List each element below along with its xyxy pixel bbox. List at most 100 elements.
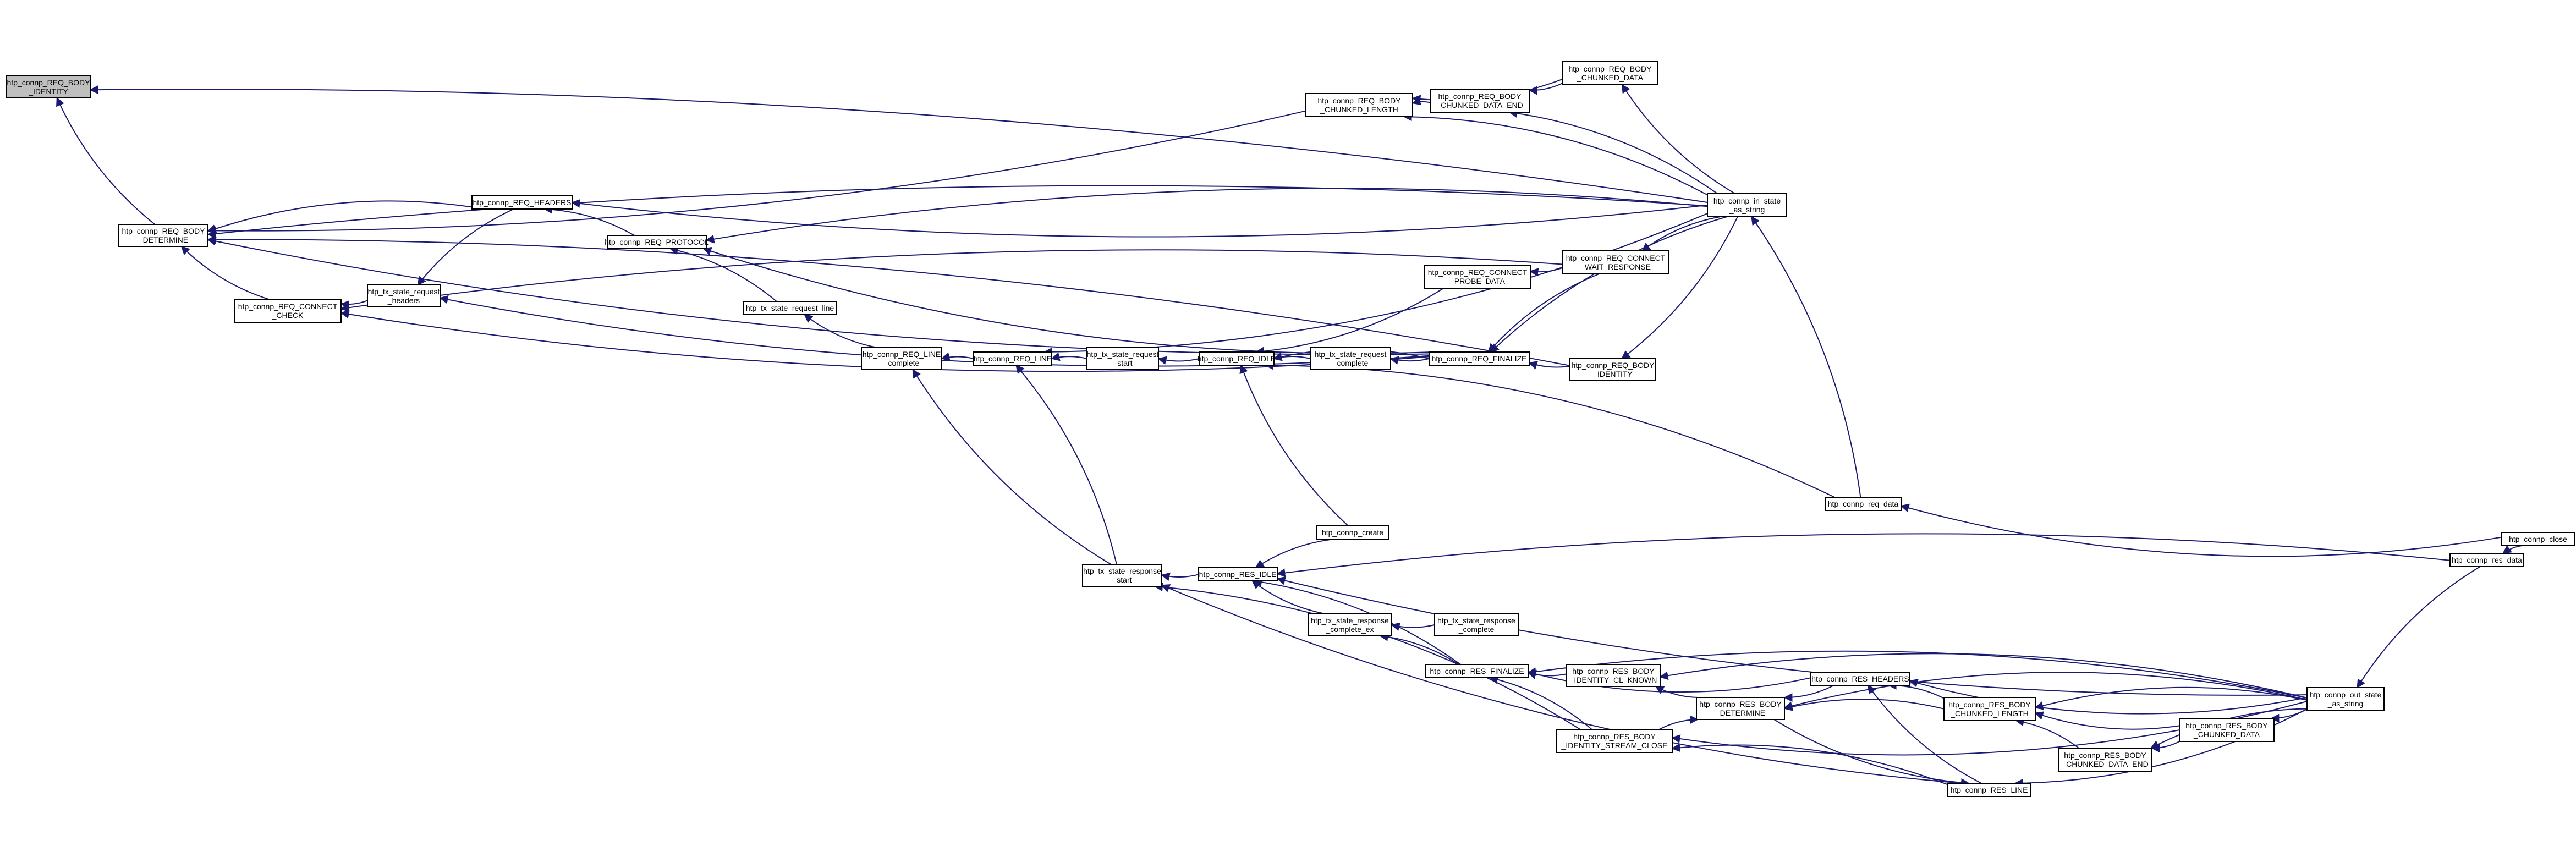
node-res-body-identity-stream-close[interactable]: htp_connp_RES_BODY_IDENTITY_STREAM_CLOSE bbox=[1556, 729, 1673, 753]
node-label: htp_connp_close bbox=[2509, 535, 2567, 543]
node-label: _IDENTITY bbox=[1592, 370, 1633, 378]
edge-req_connect_wait_response-to-req_connect_check bbox=[340, 249, 1563, 312]
node-tx-state-response-start[interactable]: htp_tx_state_response_start bbox=[1082, 564, 1162, 587]
node-label: htp_connp_req_data bbox=[1828, 499, 1899, 508]
node-label: htp_tx_state_response bbox=[1311, 616, 1389, 625]
node-label: htp_connp_REQ_BODY bbox=[1572, 361, 1655, 370]
edge-req_data-to-req_idle bbox=[1264, 361, 1835, 498]
node-req-connect-check[interactable]: htp_connp_REQ_CONNECT_CHECK bbox=[234, 299, 342, 323]
edge-req_finalize-to-tx_state_request_complete bbox=[1389, 356, 1430, 365]
node-label: htp_connp_RES_BODY bbox=[2064, 751, 2146, 760]
node-res-body-chunked-data[interactable]: htp_connp_RES_BODY_CHUNKED_DATA bbox=[2179, 718, 2275, 742]
edge-in_state_as_string-to-root bbox=[89, 85, 1708, 203]
node-label: _IDENTITY_STREAM_CLOSE bbox=[1561, 741, 1668, 750]
node-res-body-chunked-length[interactable]: htp_connp_RES_BODY_CHUNKED_LENGTH bbox=[1943, 697, 2036, 721]
node-res-data[interactable]: htp_connp_res_data bbox=[2449, 553, 2524, 567]
node-tx-state-response-complete-ex[interactable]: htp_tx_state_response_complete_ex bbox=[1308, 613, 1392, 636]
edge-tx_state_response_complete-to-tx_state_response_complete_ex bbox=[1391, 622, 1435, 631]
node-label: _DETERMINE bbox=[138, 235, 188, 244]
node-label: _start bbox=[1112, 575, 1132, 584]
node-root[interactable]: htp_connp_REQ_BODY_IDENTITY bbox=[6, 75, 91, 98]
edge-req_line-to-req_line_complete bbox=[941, 352, 974, 361]
node-in-state-as-string[interactable]: htp_connp_in_state_as_string bbox=[1707, 193, 1787, 217]
node-label: _complete bbox=[1332, 359, 1369, 367]
node-req-line[interactable]: htp_connp_REQ_LINE bbox=[973, 351, 1052, 366]
node-label: _IDENTITY bbox=[28, 87, 68, 96]
node-box bbox=[1434, 613, 1519, 636]
edge-in_state_as_string-to-req_body_chunked_data bbox=[1621, 84, 1735, 194]
node-req-idle[interactable]: htp_connp_REQ_IDLE bbox=[1198, 351, 1276, 366]
edge-req_connect_wait_response-to-req_connect_probe_data bbox=[1529, 267, 1563, 277]
node-req-body-chunked-length[interactable]: htp_connp_REQ_BODY_CHUNKED_LENGTH bbox=[1305, 93, 1413, 117]
node-label: htp_connp_RES_BODY bbox=[1572, 667, 1655, 675]
node-box bbox=[1308, 613, 1392, 636]
node-label: htp_connp_RES_BODY bbox=[1948, 700, 2031, 709]
node-res-idle[interactable]: htp_connp_RES_IDLE bbox=[1198, 567, 1278, 581]
edge-req_body_determine-to-root bbox=[56, 97, 156, 225]
node-label: _as_string bbox=[1729, 205, 1765, 214]
node-req-body-chunked-data-end[interactable]: htp_connp_REQ_BODY_CHUNKED_DATA_END bbox=[1430, 89, 1530, 113]
edge-res_body_determine-to-res_body_identity_cl_known bbox=[1655, 686, 1699, 698]
node-box bbox=[2058, 748, 2152, 772]
node-res-body-determine[interactable]: htp_connp_RES_BODY_DETERMINE bbox=[1696, 697, 1785, 720]
edge-tx_state_response_complete_ex-to-res_idle bbox=[1251, 580, 1326, 614]
node-label: _start bbox=[1112, 359, 1132, 367]
node-box bbox=[118, 224, 208, 247]
node-box bbox=[1947, 783, 2031, 797]
node-req-headers[interactable]: htp_connp_REQ_HEADERS bbox=[471, 195, 573, 210]
function-nodes: htp_connp_REQ_BODY_IDENTITYhtp_connp_REQ… bbox=[6, 61, 2575, 797]
node-box bbox=[367, 284, 441, 307]
node-box bbox=[2449, 553, 2524, 567]
node-box bbox=[1199, 351, 1275, 366]
node-tx-state-request-start[interactable]: htp_tx_state_request_start bbox=[1086, 347, 1159, 370]
node-res-line[interactable]: htp_connp_RES_LINE bbox=[1947, 783, 2031, 797]
node-box bbox=[1566, 664, 1661, 687]
node-req-connect-wait-response[interactable]: htp_connp_REQ_CONNECT_WAIT_RESPONSE bbox=[1562, 250, 1669, 274]
edge-res_body_determine-to-res_line bbox=[1773, 719, 1970, 787]
node-req-connect-probe-data[interactable]: htp_connp_REQ_CONNECT_PROBE_DATA bbox=[1424, 265, 1531, 289]
node-label: htp_connp_RES_BODY bbox=[1699, 700, 1782, 708]
node-req-protocol[interactable]: htp_connp_REQ_PROTOCOL bbox=[605, 235, 709, 249]
edge-in_state_as_string-to-req_body_determine bbox=[207, 185, 1708, 238]
node-label: htp_connp_RES_BODY bbox=[2185, 721, 2268, 730]
node-label: htp_connp_res_data bbox=[2452, 556, 2522, 564]
node-req-body-identity-right[interactable]: htp_connp_REQ_BODY_IDENTITY bbox=[1569, 358, 1656, 381]
node-out-state-as-string[interactable]: htp_connp_out_state_as_string bbox=[2306, 687, 2385, 711]
node-tx-state-request-headers[interactable]: htp_tx_state_request_headers bbox=[367, 284, 441, 307]
node-box bbox=[471, 195, 573, 210]
node-box bbox=[1316, 525, 1389, 540]
node-label: htp_tx_state_response bbox=[1083, 567, 1161, 575]
node-req-data[interactable]: htp_connp_req_data bbox=[1825, 497, 1902, 511]
node-label: htp_tx_state_request bbox=[1315, 350, 1387, 359]
node-label: _complete bbox=[1458, 625, 1495, 634]
node-req-finalize[interactable]: htp_connp_REQ_FINALIZE bbox=[1429, 351, 1530, 366]
node-req-body-chunked-data[interactable]: htp_connp_REQ_BODY_CHUNKED_DATA bbox=[1562, 61, 1658, 85]
node-tx-state-request-line[interactable]: htp_tx_state_request_line bbox=[743, 301, 837, 315]
node-label: _CHUNKED_DATA_END bbox=[1436, 101, 1523, 109]
node-box bbox=[2179, 718, 2275, 742]
node-res-body-identity-cl-known[interactable]: htp_connp_RES_BODY_IDENTITY_CL_KNOWN bbox=[1566, 664, 1661, 687]
node-box bbox=[607, 235, 707, 249]
node-label: _WAIT_RESPONSE bbox=[1580, 262, 1651, 271]
node-req-body-determine[interactable]: htp_connp_REQ_BODY_DETERMINE bbox=[118, 224, 208, 247]
edge-res_body_identity_stream_close-to-res_body_determine bbox=[1659, 715, 1699, 730]
node-tx-state-request-complete[interactable]: htp_tx_state_request_complete bbox=[1310, 347, 1391, 370]
node-connp-create[interactable]: htp_connp_create bbox=[1316, 525, 1389, 540]
node-label: htp_connp_REQ_CONNECT bbox=[1428, 268, 1528, 277]
edge-req_body_identity_right-to-req_body_determine bbox=[207, 235, 1570, 366]
node-label: htp_tx_state_request_line bbox=[746, 304, 834, 312]
node-res-finalize[interactable]: htp_connp_RES_FINALIZE bbox=[1425, 664, 1529, 678]
node-label: htp_connp_REQ_CONNECT bbox=[238, 302, 338, 311]
edge-res_line-to-tx_state_response_start bbox=[1161, 584, 1963, 784]
node-label: htp_connp_REQ_BODY bbox=[7, 78, 91, 87]
edge-tx_state_response_start-to-req_line bbox=[1015, 364, 1117, 565]
node-req-line-complete[interactable]: htp_connp_REQ_LINE_complete bbox=[861, 347, 942, 370]
node-label: htp_tx_state_request bbox=[1087, 350, 1159, 359]
node-label: _IDENTITY_CL_KNOWN bbox=[1569, 675, 1657, 684]
node-tx-state-response-complete[interactable]: htp_tx_state_response_complete bbox=[1434, 613, 1519, 636]
edge-res_finalize-to-tx_state_response_complete_ex bbox=[1379, 632, 1459, 665]
node-connp-close[interactable]: htp_connp_close bbox=[2501, 532, 2575, 546]
edge-in_state_as_string-to-req_body_identity_right bbox=[1621, 216, 1738, 359]
node-res-headers[interactable]: htp_connp_RES_HEADERS bbox=[1810, 672, 1910, 686]
node-res-body-chunked-data-end[interactable]: htp_connp_RES_BODY_CHUNKED_DATA_END bbox=[2058, 748, 2152, 772]
